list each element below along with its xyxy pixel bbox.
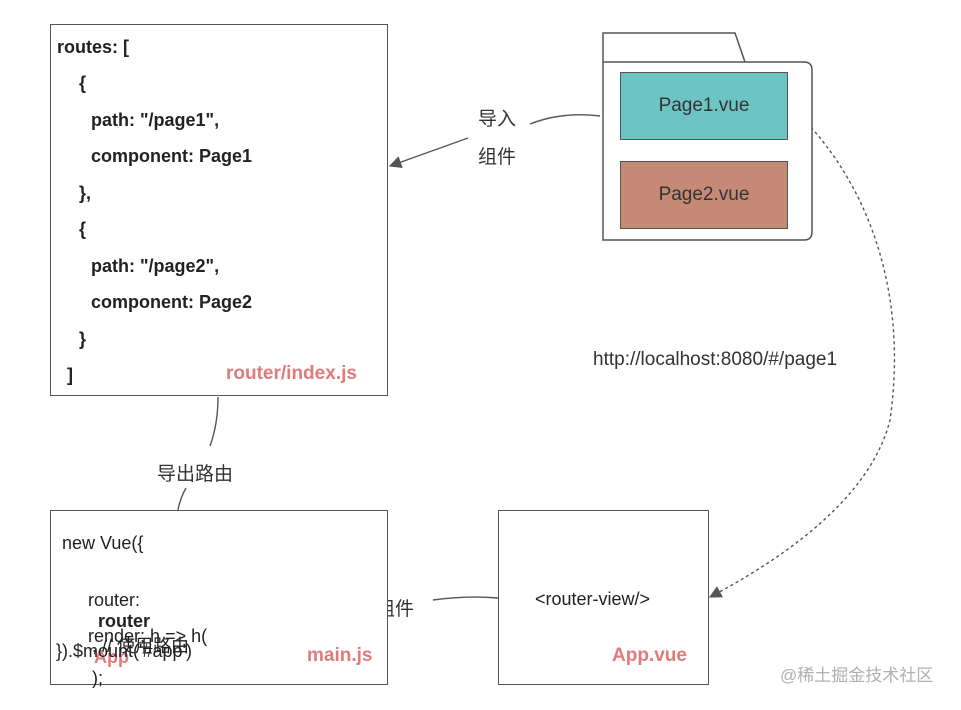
app-ref: App <box>94 647 130 667</box>
code-line: { <box>79 73 87 93</box>
watermark: @稀土掘金技术社区 <box>780 666 934 685</box>
import-arrow <box>529 114 601 125</box>
route-dashed-arrow <box>708 105 896 598</box>
router-file-label: router/index.js <box>226 363 357 384</box>
code-line: router: router , // 使用路由 <box>68 569 189 679</box>
code-line: }, <box>79 183 92 203</box>
router-comment: , // 使用路由 <box>92 636 190 656</box>
code-line: path: "/page2", <box>91 256 220 276</box>
export-router-label: 导出路由 <box>157 464 234 485</box>
code-line: new Vue({ <box>62 533 144 553</box>
import-arrow-head <box>388 137 469 169</box>
app-file-label: App.vue <box>612 645 687 666</box>
router-view-tag: <router-view/> <box>535 589 651 609</box>
code-line: }).$mount('#app') <box>56 641 192 661</box>
code-line: routes: [ <box>57 37 129 57</box>
import-label-line2: 组件 <box>478 147 517 168</box>
main-js-file: new Vue({ router: router , // 使用路由 rende… <box>50 510 388 688</box>
code-line: ] <box>67 365 73 385</box>
page2-file: Page2.vue <box>620 161 788 229</box>
code-line: } <box>79 329 87 349</box>
import-label-line1: 导入 <box>478 109 517 130</box>
code-line: { <box>79 219 87 239</box>
code-line: component: Page2 <box>91 292 253 312</box>
app-vue-file: <router-view/> App.vue <box>498 510 709 685</box>
main-file-label: main.js <box>307 645 373 666</box>
url-label: http://localhost:8080/#/page1 <box>593 349 838 370</box>
router-value: router <box>98 611 151 631</box>
export-arrow-top <box>209 396 219 447</box>
render-close: ); <box>92 668 104 688</box>
code-line: path: "/page1", <box>91 110 220 130</box>
code-line: component: Page1 <box>91 146 253 166</box>
code-line: render: h => h( App ); <box>68 605 207 710</box>
render-call: render: h => h( <box>88 626 208 646</box>
router-index-file: routes: [ { path: "/page1", component: P… <box>50 24 388 396</box>
page1-file: Page1.vue <box>620 72 788 140</box>
root-arrow-right <box>432 596 499 601</box>
router-key: router: <box>88 590 141 610</box>
